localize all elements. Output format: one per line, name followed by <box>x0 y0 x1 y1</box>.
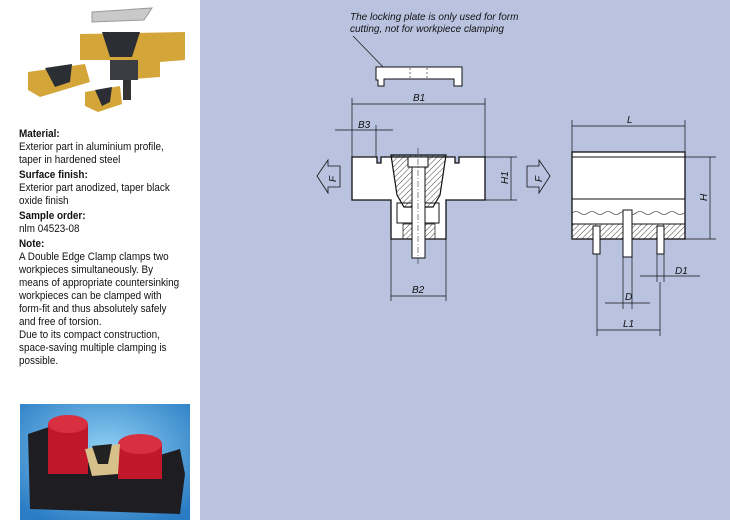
material-label: Material: <box>19 128 60 140</box>
locking-plate <box>375 66 463 87</box>
surface-finish-text: Exterior part anodized, taper black oxid… <box>19 182 170 207</box>
dim-h: H <box>699 193 710 201</box>
dim-b3: B3 <box>358 120 371 131</box>
annotation-line-2: cutting, not for workpiece clamping <box>350 24 504 35</box>
dim-b1: B1 <box>413 93 425 104</box>
force-arrow-left <box>316 158 341 195</box>
screw-left <box>592 225 601 255</box>
note-label: Note: <box>19 238 45 250</box>
product-info-panel: Material: Exterior part in aluminium pro… <box>0 0 200 520</box>
dim-b2: B2 <box>412 285 425 296</box>
dim-d1: D1 <box>675 266 688 277</box>
bolt <box>411 166 426 259</box>
product-photo-application <box>20 404 190 520</box>
material-text: Exterior part in aluminium profile, tape… <box>19 141 164 166</box>
note-text: A Double Edge Clamp clamps two workpiece… <box>19 251 180 328</box>
technical-drawing-panel <box>200 0 730 520</box>
force-label-left: F <box>328 175 339 182</box>
dim-l1: L1 <box>623 319 634 330</box>
product-specs: Material: Exterior part in aluminium pro… <box>19 126 179 368</box>
annotation-line-1: The locking plate is only used for form <box>350 12 518 23</box>
screw-center <box>622 209 633 258</box>
dim-h1: H1 <box>500 171 511 184</box>
note-text-2: Due to its compact construction, space-s… <box>19 329 167 367</box>
product-photo-clamps <box>28 7 185 112</box>
surface-finish-label: Surface finish: <box>19 169 88 181</box>
screw-right <box>656 225 665 255</box>
sample-order-text: nlm 04523-08 <box>19 223 80 235</box>
dim-d: D <box>625 292 632 303</box>
sample-order-label: Sample order: <box>19 210 86 222</box>
dim-l: L <box>627 115 633 126</box>
force-label-right: F <box>534 175 545 182</box>
force-arrow-right <box>526 158 551 195</box>
